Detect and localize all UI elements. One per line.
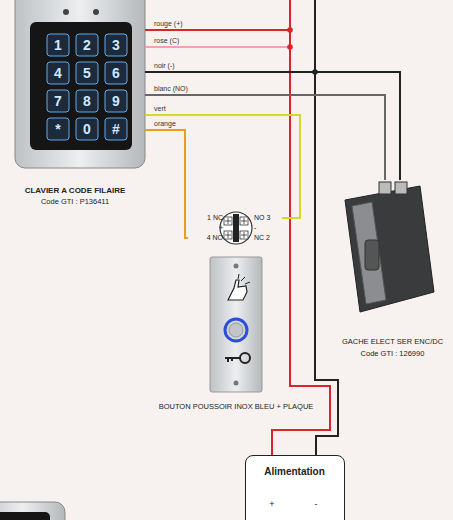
screw-hole <box>234 264 239 269</box>
key-label: 4 <box>47 62 69 84</box>
node-title: BOUTON POUSSOIR INOX BLEU + PLAQUE <box>146 403 326 412</box>
keypad-key <box>76 34 98 56</box>
wire <box>145 47 330 455</box>
node-title: 1 NC <box>197 214 223 222</box>
screw-hole <box>234 381 239 386</box>
strike-faceplate <box>352 202 386 304</box>
node-text: NC 2 <box>254 234 280 242</box>
node-text: NO 3 <box>254 214 280 222</box>
node-text: Code GTI : 126990 <box>334 350 451 359</box>
keypad-key <box>76 118 98 140</box>
keypad-key <box>105 90 127 112</box>
keypad-keys <box>47 34 127 140</box>
key-label: 3 <box>105 34 127 56</box>
keypad-key <box>105 34 127 56</box>
junction-dot <box>312 69 318 75</box>
node-text: - <box>311 499 321 509</box>
keypad-key <box>76 90 98 112</box>
wire <box>145 130 188 238</box>
keypad-key <box>105 118 127 140</box>
wire <box>145 72 338 455</box>
push-button <box>229 323 243 337</box>
keypad-key <box>47 62 69 84</box>
wire-label: rouge (+) <box>153 20 184 28</box>
keypad-body <box>0 502 65 520</box>
key-label: # <box>105 118 127 140</box>
hand-icon <box>228 280 247 300</box>
node-title: GACHE ELECT SER ENC/DC <box>334 338 451 347</box>
node-title: Alimentation <box>246 466 343 478</box>
wire-label: vert <box>153 105 167 113</box>
node-text: + <box>267 499 277 509</box>
keypad-body <box>15 0 145 168</box>
keypad-key <box>47 90 69 112</box>
key-label: 1 <box>47 34 69 56</box>
node-title: CLAVIER A CODE FILAIRE <box>5 186 145 195</box>
node-text: 4 NO <box>197 234 223 242</box>
hand-icon <box>238 274 250 284</box>
key-label: 0 <box>76 118 98 140</box>
key-label: 9 <box>105 90 127 112</box>
electric-strike: GACHE ELECT SER ENC/DC Code GTI : 126990 <box>334 180 451 362</box>
strike-terminal <box>379 182 391 194</box>
terminal-screws <box>224 217 248 239</box>
terminal-block: 1 NC NO 3 + - 4 NO NC 2 <box>188 208 282 248</box>
key-label: 6 <box>105 62 127 84</box>
key-label: 7 <box>47 90 69 112</box>
terminal-block <box>220 212 252 244</box>
key-icon <box>225 358 240 362</box>
keypad-led <box>93 9 99 15</box>
push-button <box>225 319 247 341</box>
key-label: 2 <box>76 34 98 56</box>
power-supply: Alimentation + - <box>245 455 345 520</box>
strike-latch <box>365 240 379 270</box>
wire <box>289 0 291 30</box>
wire <box>145 30 330 455</box>
strike-body <box>345 186 434 312</box>
keypad-unit: CLAVIER A CODE FILAIRE Code GTI : P136411… <box>5 0 145 215</box>
key-label: 8 <box>76 90 98 112</box>
wire <box>314 0 316 72</box>
push-button-unit: BOUTON POUSSOIR INOX BLEU + PLAQUE <box>146 255 326 415</box>
wire <box>145 95 385 180</box>
wire-label: noir (-) <box>153 62 176 70</box>
wire-label: rose (C) <box>153 37 180 45</box>
keypad-key <box>47 118 69 140</box>
junction-dot <box>287 44 293 50</box>
wire-label: blanc (NO) <box>153 85 189 93</box>
node-text: + <box>197 224 223 232</box>
keypad-panel <box>30 22 132 150</box>
strike-terminal <box>395 182 407 194</box>
junction-dot <box>287 27 293 33</box>
node-text: - <box>254 224 280 232</box>
keypad-key <box>47 34 69 56</box>
keypad-key <box>105 62 127 84</box>
keypad-key <box>76 62 98 84</box>
button-plate <box>210 257 262 392</box>
key-label: * <box>47 118 69 140</box>
key-label: 5 <box>76 62 98 84</box>
keypad-panel <box>0 512 50 520</box>
node-text: Code GTI : P136411 <box>5 198 145 207</box>
keypad-led <box>63 9 69 15</box>
terminal-bar <box>233 214 239 242</box>
key-icon <box>240 353 250 363</box>
wire-label: orange <box>153 120 177 128</box>
wire <box>145 72 400 180</box>
